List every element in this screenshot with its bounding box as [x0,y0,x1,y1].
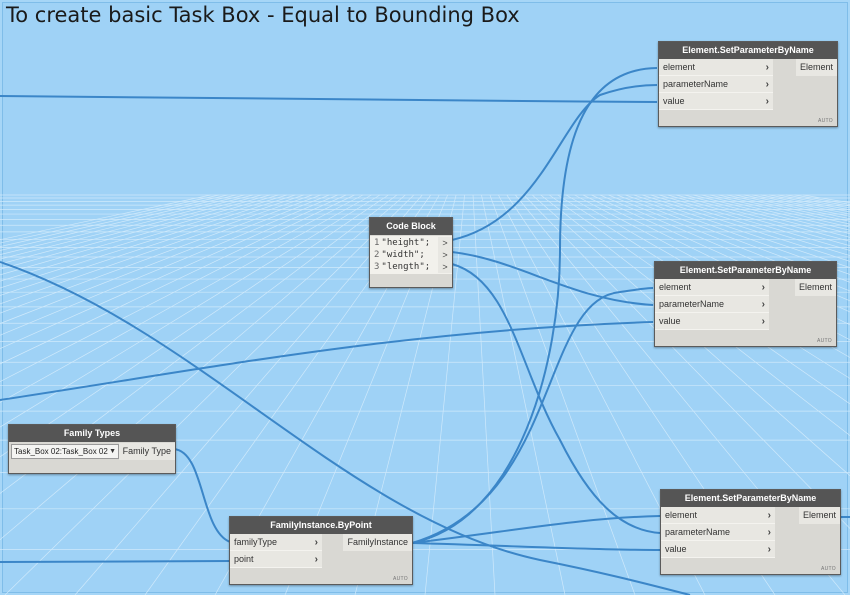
chevron-right-icon: › [767,510,771,521]
chevron-right-icon: › [314,554,318,565]
wire-fi-to-element-2[interactable] [411,287,654,544]
chevron-right-icon: › [314,537,318,548]
wire-code-width-to-param-2[interactable] [451,251,654,306]
input-port-element[interactable]: element› [661,507,775,524]
output-port-element[interactable]: Element [795,59,837,76]
output-port-line-1[interactable]: > [438,237,452,249]
wire-code-length-to-param-3[interactable] [451,263,661,534]
output-port-family-type[interactable]: Family Type [118,443,175,460]
input-port-parametername[interactable]: parameterName› [659,76,773,93]
chevron-right-icon: › [765,96,769,107]
wire-offscreen-to-value-2[interactable] [0,321,654,401]
chevron-right-icon: › [765,62,769,73]
wire-offscreen-diagonal[interactable] [0,261,691,595]
set-parameter-node-3[interactable]: Element.SetParameterByName element› para… [660,489,841,575]
input-port-value[interactable]: value› [661,541,775,558]
node-title[interactable]: Element.SetParameterByName [655,262,836,279]
wire-familytype-to-fi[interactable] [173,448,231,543]
input-port-parametername[interactable]: parameterName› [661,524,775,541]
input-port-element[interactable]: element› [655,279,769,296]
node-title[interactable]: Element.SetParameterByName [661,490,840,507]
input-port-element[interactable]: element› [659,59,773,76]
node-title[interactable]: FamilyInstance.ByPoint [230,517,412,534]
input-port-parametername[interactable]: parameterName› [655,296,769,313]
family-types-node[interactable]: Family Types Task_Box 02:Task_Box 02▼ Fa… [8,424,176,474]
output-port-line-3[interactable]: > [438,261,452,273]
code-block-node[interactable]: Code Block 1"height"; 2"width"; 3"length… [369,217,453,288]
code-line-1[interactable]: 1"height"; [374,238,431,248]
chevron-right-icon: › [765,79,769,90]
family-type-dropdown[interactable]: Task_Box 02:Task_Box 02▼ [11,444,119,459]
lacing-label: AUTO [821,566,836,572]
output-port-familyinstance[interactable]: FamilyInstance [343,534,412,551]
input-port-familytype[interactable]: familyType› [230,534,322,551]
chevron-right-icon: › [761,282,765,293]
output-port-element[interactable]: Element [798,507,840,524]
chevron-right-icon: › [767,544,771,555]
wire-offscreen-to-value-1[interactable] [0,95,658,103]
input-port-value[interactable]: value› [655,313,769,330]
chevron-right-icon: › [761,316,765,327]
chevron-right-icon: › [767,527,771,538]
input-port-point[interactable]: point› [230,551,322,568]
code-line-3[interactable]: 3"length"; [374,262,431,272]
lacing-label: AUTO [818,118,833,124]
code-line-2[interactable]: 2"width"; [374,250,425,260]
wire-fi-to-element-3[interactable] [411,515,661,544]
node-title[interactable]: Family Types [9,425,175,442]
dropdown-arrow-icon: ▼ [109,448,116,455]
output-port-line-2[interactable]: > [438,249,452,261]
family-instance-by-point-node[interactable]: FamilyInstance.ByPoint familyType› point… [229,516,413,585]
wire-fi-to-value-3[interactable] [411,542,661,551]
code-editor[interactable]: 1"height"; 2"width"; 3"length"; > > > [370,236,452,274]
input-port-value[interactable]: value› [659,93,773,110]
node-title[interactable]: Element.SetParameterByName [659,42,837,59]
wire-code-height-to-param-1[interactable] [451,84,658,241]
lacing-label: AUTO [817,338,832,344]
node-title[interactable]: Code Block [370,218,452,235]
group-title: To create basic Task Box - Equal to Boun… [6,3,520,27]
set-parameter-node-1[interactable]: Element.SetParameterByName element› para… [658,41,838,127]
output-port-element[interactable]: Element [794,279,836,296]
set-parameter-node-2[interactable]: Element.SetParameterByName element› para… [654,261,837,347]
wire-fi-to-element-1[interactable] [411,67,658,544]
chevron-right-icon: › [761,299,765,310]
wire-offscreen-to-point[interactable] [0,560,231,563]
lacing-label: AUTO [393,576,408,582]
